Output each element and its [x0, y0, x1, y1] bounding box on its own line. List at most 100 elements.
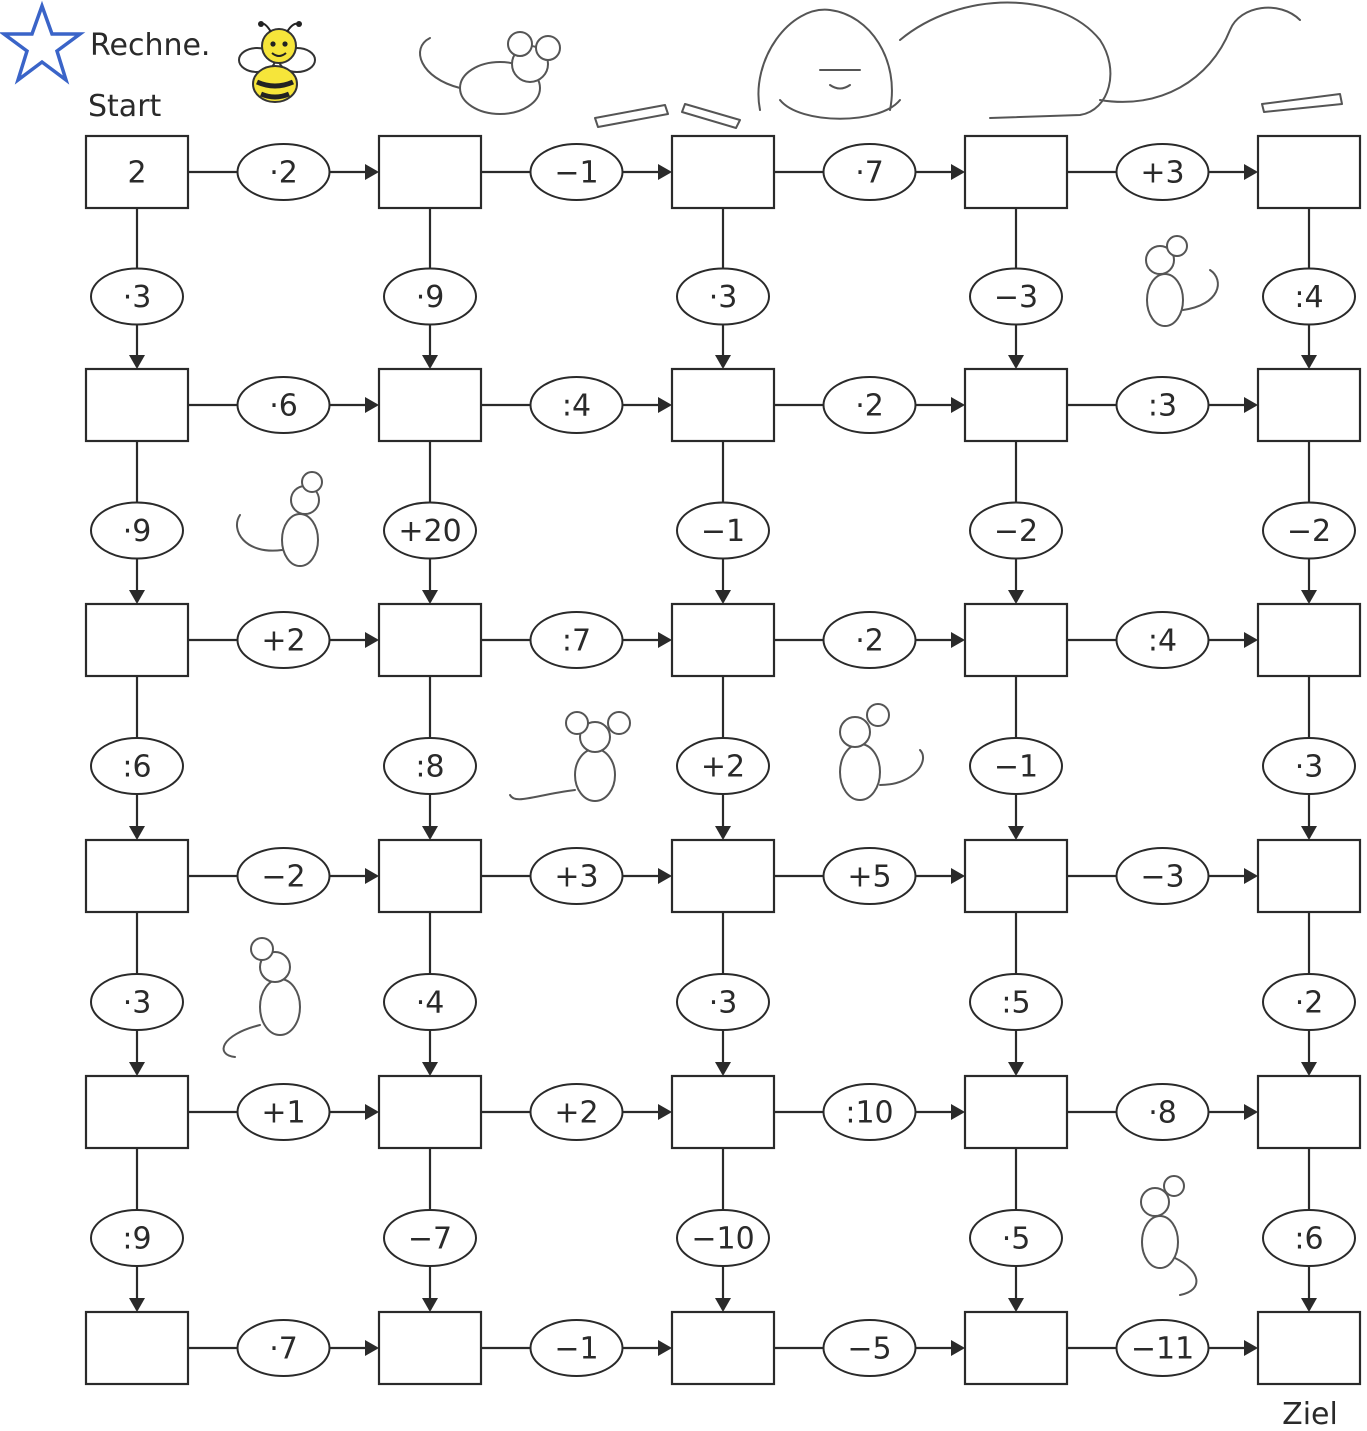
operation-text: :3 — [1148, 389, 1177, 424]
arrow-down-icon — [1301, 1298, 1317, 1312]
answer-box[interactable] — [1258, 604, 1360, 676]
answer-box[interactable] — [379, 1312, 481, 1384]
operation-text: −2 — [261, 860, 305, 895]
operation-oval: ·6 — [238, 377, 330, 433]
operation-oval: :3 — [1117, 377, 1209, 433]
mouse-icon — [420, 32, 560, 114]
operation-text: :4 — [1294, 280, 1323, 315]
answer-box[interactable] — [672, 136, 774, 208]
operation-oval: ·3 — [677, 269, 769, 325]
arrow-down-icon — [1008, 1062, 1024, 1076]
answer-box[interactable] — [86, 604, 188, 676]
operation-oval: −2 — [970, 503, 1062, 559]
operation-text: +3 — [554, 860, 598, 895]
answer-box[interactable] — [379, 136, 481, 208]
answer-box[interactable] — [965, 1312, 1067, 1384]
arrow-right-icon — [365, 397, 379, 413]
operation-oval: :5 — [970, 974, 1062, 1030]
arrow-down-icon — [129, 826, 145, 840]
arrow-right-icon — [1244, 397, 1258, 413]
arrow-down-icon — [1301, 590, 1317, 604]
operation-text: −2 — [1287, 514, 1331, 549]
operation-text: −2 — [994, 514, 1038, 549]
answer-box[interactable] — [86, 1076, 188, 1148]
arrow-down-icon — [715, 1062, 731, 1076]
answer-box[interactable] — [965, 1076, 1067, 1148]
operation-oval: +5 — [824, 848, 916, 904]
arrow-down-icon — [1008, 826, 1024, 840]
answer-box[interactable] — [379, 840, 481, 912]
operation-text: ·7 — [269, 1332, 298, 1367]
answer-box[interactable] — [672, 604, 774, 676]
operation-text: −3 — [994, 280, 1038, 315]
arrow-right-icon — [365, 1340, 379, 1356]
arrow-down-icon — [1301, 1062, 1317, 1076]
operation-oval: −1 — [531, 144, 623, 200]
answer-box[interactable] — [86, 1312, 188, 1384]
answer-box[interactable] — [1258, 840, 1360, 912]
operation-oval: :9 — [91, 1210, 183, 1266]
arrow-down-icon — [422, 355, 438, 369]
answer-box[interactable] — [379, 1076, 481, 1148]
answer-box[interactable] — [1258, 136, 1360, 208]
arrow-right-icon — [951, 1104, 965, 1120]
answer-box[interactable] — [379, 369, 481, 441]
operation-text: :10 — [845, 1096, 893, 1131]
operation-oval: ·3 — [677, 974, 769, 1030]
operation-text: −1 — [994, 750, 1038, 785]
operation-oval: :4 — [1263, 269, 1355, 325]
mouse-icon — [1146, 236, 1218, 326]
answer-box[interactable] — [965, 136, 1067, 208]
bee-icon — [239, 21, 315, 102]
operation-oval: +2 — [677, 738, 769, 794]
arrow-right-icon — [1244, 868, 1258, 884]
operation-text: ·3 — [709, 986, 738, 1021]
start-label: Start — [88, 89, 162, 124]
operation-oval: +2 — [531, 1084, 623, 1140]
answer-box[interactable] — [672, 369, 774, 441]
arrow-right-icon — [658, 632, 672, 648]
operation-oval: −3 — [1117, 848, 1209, 904]
operation-oval: ·4 — [384, 974, 476, 1030]
operation-text: ·7 — [855, 156, 884, 191]
answer-box[interactable] — [1258, 1076, 1360, 1148]
arrow-down-icon — [1008, 355, 1024, 369]
operation-oval: ·8 — [1117, 1084, 1209, 1140]
answer-box[interactable] — [86, 840, 188, 912]
operation-text: ·3 — [1295, 750, 1324, 785]
answer-box[interactable] — [965, 840, 1067, 912]
answer-box[interactable] — [672, 1312, 774, 1384]
answer-box[interactable] — [1258, 369, 1360, 441]
operation-text: +20 — [398, 514, 461, 549]
mouse-icon — [1141, 1176, 1196, 1295]
operation-oval: :6 — [1263, 1210, 1355, 1266]
arrow-right-icon — [1244, 632, 1258, 648]
arrow-right-icon — [658, 1104, 672, 1120]
operation-text: :6 — [1294, 1222, 1323, 1257]
arrow-right-icon — [1244, 164, 1258, 180]
operation-text: +2 — [554, 1096, 598, 1131]
arrow-down-icon — [1008, 590, 1024, 604]
operation-oval: +2 — [238, 612, 330, 668]
operation-text: :8 — [415, 750, 444, 785]
operation-text: +3 — [1140, 156, 1184, 191]
operation-oval: −2 — [238, 848, 330, 904]
answer-box[interactable] — [672, 840, 774, 912]
arrow-right-icon — [658, 868, 672, 884]
answer-box[interactable] — [379, 604, 481, 676]
answer-box[interactable] — [965, 369, 1067, 441]
mouse-icon — [237, 472, 322, 566]
arrow-down-icon — [422, 1062, 438, 1076]
operation-oval: +3 — [1117, 144, 1209, 200]
arrow-down-icon — [422, 590, 438, 604]
goal-box[interactable] — [1258, 1312, 1360, 1384]
arrow-down-icon — [129, 355, 145, 369]
operation-text: ·2 — [855, 389, 884, 424]
arrow-right-icon — [951, 868, 965, 884]
answer-box[interactable] — [672, 1076, 774, 1148]
operation-text: ·2 — [269, 156, 298, 191]
answer-box[interactable] — [965, 604, 1067, 676]
answer-box[interactable] — [86, 369, 188, 441]
arrow-down-icon — [715, 590, 731, 604]
operation-text: −3 — [1140, 860, 1184, 895]
